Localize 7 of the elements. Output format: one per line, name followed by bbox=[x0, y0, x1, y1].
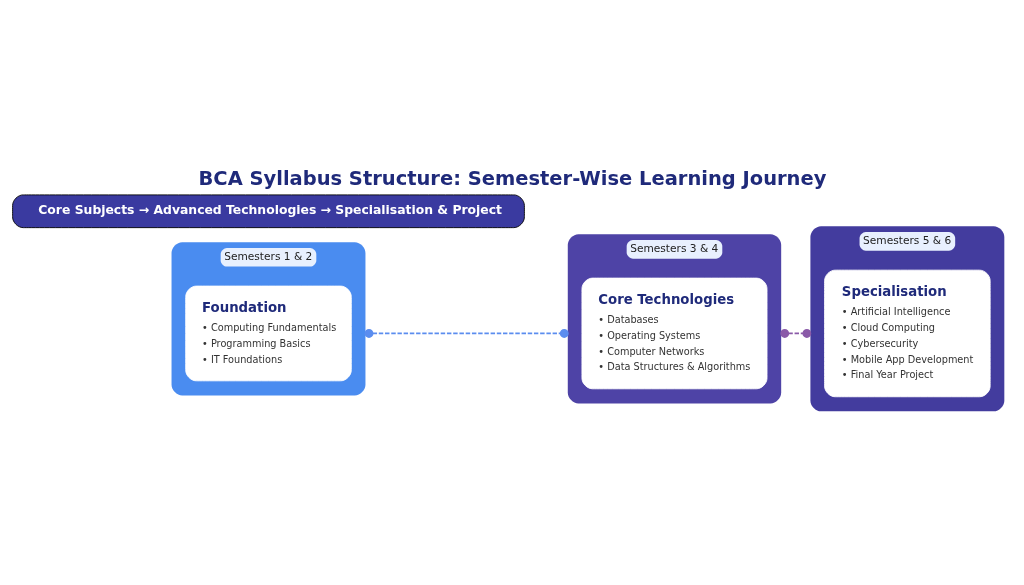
node-box: Foundation • Computing Fundamentals • Programming Basics • IT Foundations bbox=[185, 285, 352, 382]
node-box: Core Technologies • Databases • Operating Systems • Computer Networks • Data Structures & Algorithms bbox=[581, 277, 768, 390]
node-box: Core Subjects → Advanced Technologies → Specialisation & Project bbox=[12, 194, 525, 229]
diagram-title: BCA Syllabus Structure: Semester-Wise Learning Journey bbox=[198, 166, 827, 190]
connector bbox=[780, 329, 812, 338]
connector bbox=[364, 329, 569, 338]
node-box: Specialisation • Artificial Intelligence • Cloud Computing • Cybersecurity • Mobile App Development • Final Year Project bbox=[824, 269, 991, 398]
